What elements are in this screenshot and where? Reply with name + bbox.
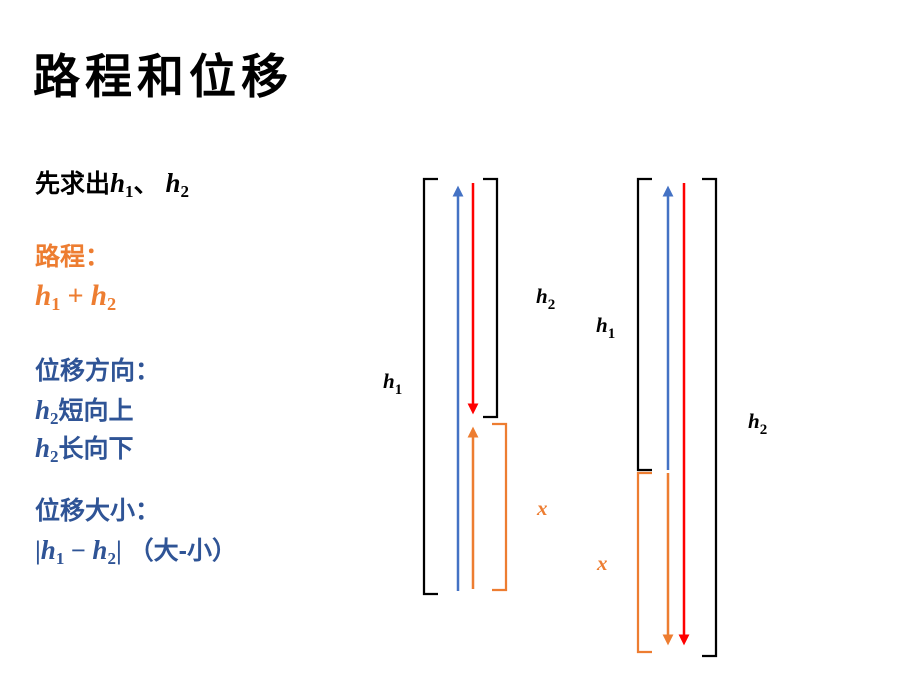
- text-segment: 1: [51, 294, 61, 315]
- route-heading: 路程：: [35, 243, 111, 271]
- text-segment: 长向下: [58, 435, 134, 463]
- text-segment: h: [35, 433, 51, 463]
- text-segment: 短向上: [58, 397, 134, 425]
- diagram2-h2-label: h2: [748, 409, 767, 438]
- diagram2-h1-label: h1: [596, 313, 615, 342]
- slide-title: 路程和位移: [33, 50, 293, 103]
- diagram2-x-label: x: [596, 551, 608, 575]
- text-segment: |: [115, 536, 122, 565]
- displacement-magnitude-heading: 位移大小：: [35, 497, 161, 525]
- diagram2-x-bracket: [636, 471, 652, 654]
- diagram1-h2-bracket: [483, 177, 499, 419]
- text-segment: |: [35, 536, 41, 565]
- diagram2-h2-bracket: [702, 177, 718, 658]
- direction-rule-down: h2长向下: [35, 432, 134, 467]
- text-segment: 2: [50, 446, 59, 466]
- route-formula: h1 + h2: [35, 279, 116, 315]
- text-segment: h: [35, 280, 52, 312]
- diagram1-h2-label: h2: [536, 284, 555, 313]
- text-segment: +: [60, 281, 91, 312]
- direction-rule-up: h2短向上: [35, 394, 134, 429]
- magnitude-formula: |h1 − h2| （大-小）: [35, 534, 237, 569]
- text-segment: h: [165, 168, 181, 198]
- diagram1-x-label: x: [536, 496, 548, 520]
- text-segment: 先求出: [35, 170, 111, 198]
- diagram1-h1-label: h1: [383, 369, 402, 398]
- text-segment: h: [90, 280, 107, 312]
- text-segment: h: [92, 535, 108, 565]
- text-segment: 2: [50, 408, 59, 428]
- text-segment: h: [40, 535, 56, 565]
- intro-line: 先求出h1、 h2: [35, 167, 189, 202]
- text-segment: 1: [125, 181, 134, 201]
- text-segment: −: [64, 536, 93, 565]
- diagram1-x-bracket: [492, 422, 508, 592]
- text-segment: h: [110, 168, 126, 198]
- text-segment: （大-小）: [121, 537, 237, 565]
- diagram2-h1-bracket: [636, 177, 652, 472]
- text-segment: h: [35, 395, 51, 425]
- diagram1-h1-bracket: [422, 177, 438, 596]
- text-segment: 2: [180, 181, 190, 201]
- displacement-direction-heading: 位移方向：: [35, 357, 161, 385]
- text-segment: 2: [107, 548, 116, 568]
- text-segment: 2: [106, 294, 117, 315]
- text-segment: 1: [55, 548, 65, 568]
- text-segment: 、: [133, 170, 166, 198]
